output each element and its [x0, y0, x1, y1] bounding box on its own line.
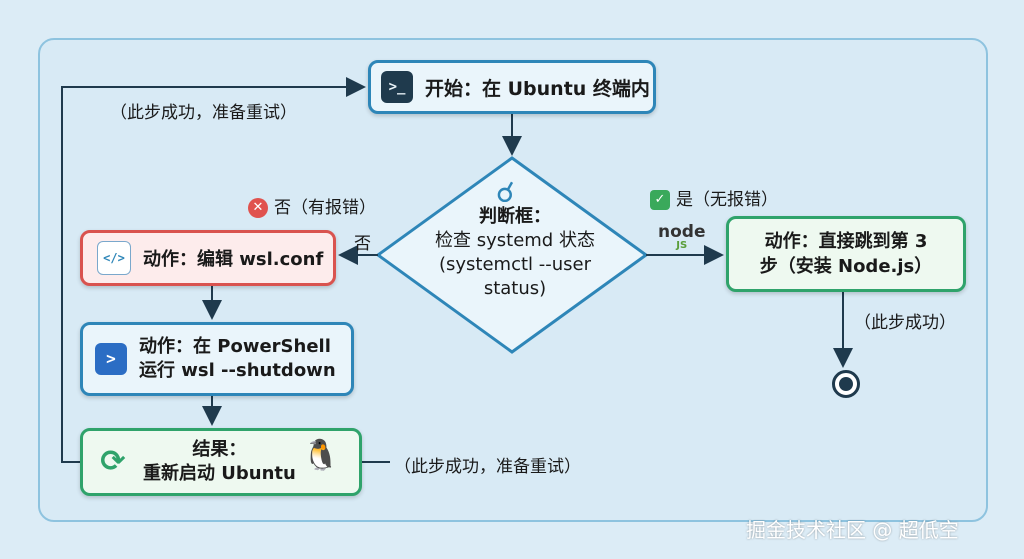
terminal-icon: >_	[381, 71, 413, 103]
start-node: >_ 开始：在 Ubuntu 终端内	[368, 60, 656, 114]
magnifier-icon: ☌	[496, 176, 515, 209]
decision-diamond	[375, 156, 649, 354]
tux-icon: 🐧	[302, 438, 340, 473]
edit-wslconf-node: </> 动作：编辑 wsl.conf	[80, 230, 336, 286]
powershell-icon: >	[95, 343, 127, 375]
check-icon: ✓	[650, 190, 670, 210]
decision-text: 判断框： 检查 systemd 状态 (systemctl --user sta…	[420, 205, 610, 301]
decision-line1: 检查 systemd 状态	[435, 230, 595, 251]
decision-title: 判断框：	[479, 206, 551, 227]
result-line1: 结果：	[192, 439, 247, 460]
result-line2: 重新启动 Ubuntu	[143, 463, 296, 484]
loop-label-bottom: （此步成功，准备重试）	[394, 457, 581, 477]
refresh-icon: ⟳	[100, 444, 126, 479]
action1-label: 动作：编辑 wsl.conf	[143, 249, 324, 270]
start-label: 开始：在 Ubuntu 终端内	[425, 77, 650, 100]
branch-no-label: ✕否（有报错）	[248, 193, 376, 218]
watermark: 掘金技术社区 @ 超低空	[746, 518, 959, 542]
decision-line3: status)	[483, 278, 547, 299]
loop-label-top: （此步成功，准备重试）	[110, 103, 297, 123]
skip-to-step3-node: 动作：直接跳到第 3 步（安装 Node.js）	[726, 216, 966, 292]
branch-yes-label: ✓是（无报错）	[650, 185, 778, 210]
action2-line1: 动作：在 PowerShell	[139, 336, 331, 357]
green-line1: 动作：直接跳到第 3	[764, 231, 928, 252]
end-node	[832, 370, 860, 398]
code-file-icon: </>	[97, 241, 131, 275]
branch-no-short: 否	[354, 234, 371, 254]
success-label: （此步成功）	[854, 313, 956, 333]
decision-line2: (systemctl --user	[438, 254, 592, 275]
error-x-icon: ✕	[248, 198, 268, 218]
green-line2: 步（安装 Node.js）	[759, 256, 933, 277]
wsl-shutdown-node: > 动作：在 PowerShell 运行 wsl --shutdown	[80, 322, 354, 396]
nodejs-logo-icon: node JS	[658, 222, 706, 251]
action2-line2: 运行 wsl --shutdown	[139, 360, 336, 381]
restart-ubuntu-node: ⟳ 结果： 重新启动 Ubuntu	[80, 428, 362, 496]
